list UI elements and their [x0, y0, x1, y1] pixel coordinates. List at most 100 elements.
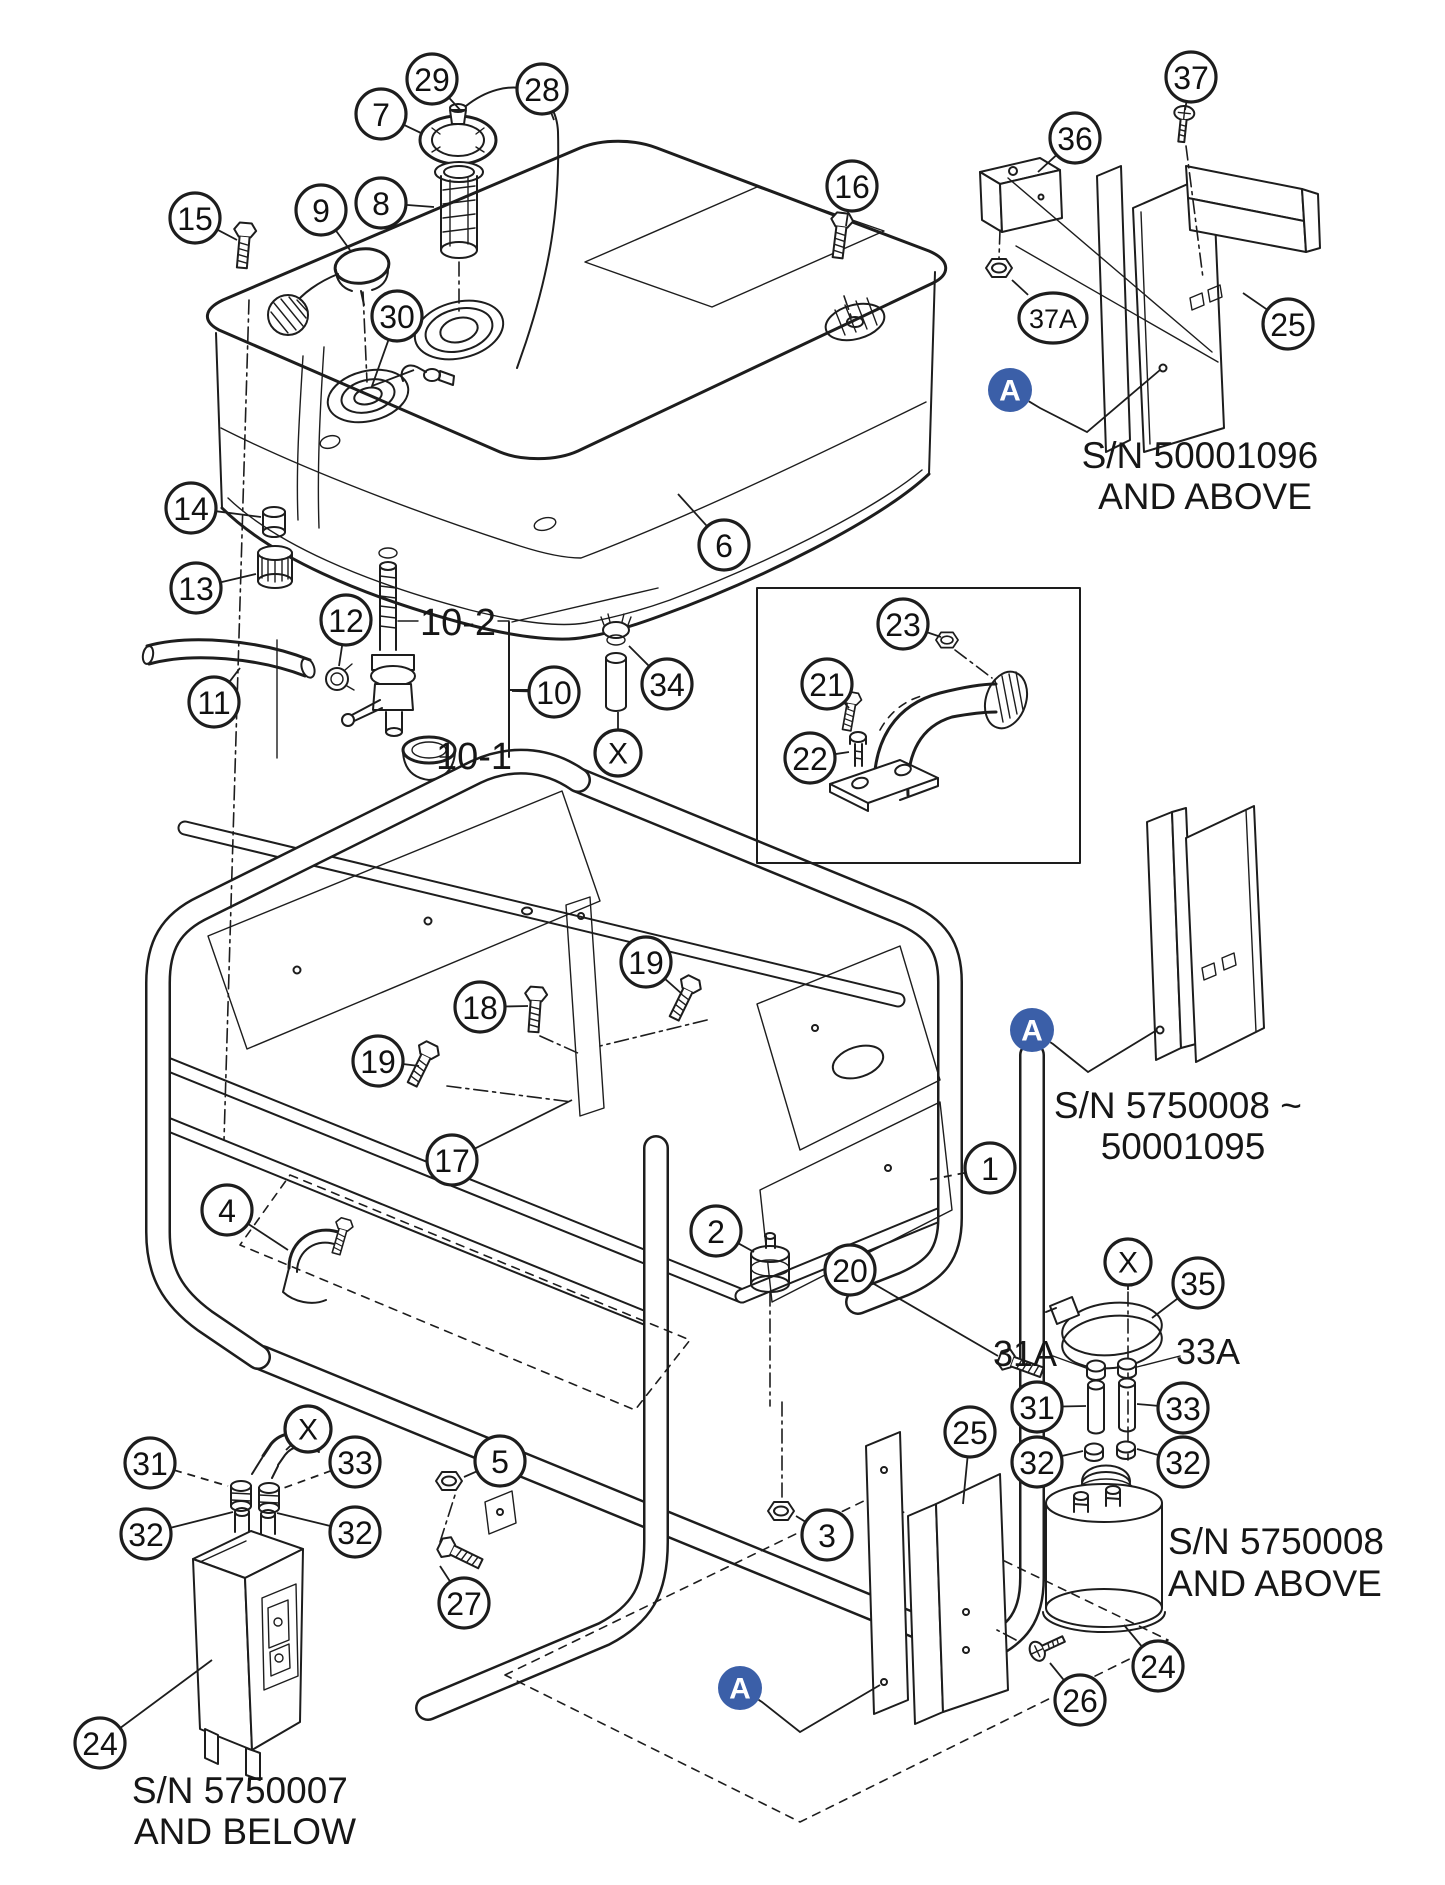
callout-26: 26	[1049, 1662, 1107, 1727]
svg-text:30: 30	[379, 299, 415, 335]
svg-text:A: A	[1021, 1015, 1043, 1048]
callout-21: 21	[800, 657, 854, 711]
svg-text:31: 31	[1019, 1390, 1055, 1426]
label-31A: 31A	[993, 1333, 1057, 1374]
callout-13: 13	[169, 561, 257, 615]
svg-text:25: 25	[952, 1415, 988, 1451]
svg-text:9: 9	[312, 193, 330, 229]
x-marker-3: X	[283, 1404, 333, 1454]
svg-text:35: 35	[1180, 1266, 1216, 1302]
callout-3: 3	[795, 1508, 854, 1562]
svg-text:24: 24	[82, 1726, 118, 1762]
svg-text:29: 29	[414, 62, 450, 98]
callout-36: 36	[1037, 111, 1102, 173]
svg-text:12: 12	[328, 603, 364, 639]
fuel-valve-parts	[141, 506, 659, 781]
svg-text:13: 13	[178, 571, 214, 607]
bracket-top-right	[979, 104, 1321, 453]
svg-text:7: 7	[372, 97, 390, 133]
svg-text:15: 15	[177, 201, 213, 237]
callout-34: 34	[628, 645, 694, 711]
svg-text:32: 32	[1019, 1445, 1055, 1481]
callout-20: 20	[823, 1243, 999, 1357]
callout-33-2: 33	[280, 1435, 382, 1490]
part-sub-labels: 10-2 10-1 31A 33A	[420, 602, 1240, 1374]
svg-text:34: 34	[649, 667, 685, 703]
callout-17: 17	[425, 1099, 573, 1187]
serial-note-mid-right: S/N 5750008 ~ 50001095	[1054, 1085, 1312, 1167]
callout-32-4: 32	[276, 1505, 382, 1559]
svg-text:32: 32	[337, 1515, 373, 1551]
serial-note-top-right: S/N 50001096 AND ABOVE	[1082, 435, 1329, 517]
canister-right	[1042, 1291, 1181, 1633]
generator-frame	[145, 748, 1169, 1823]
svg-text:A: A	[729, 1673, 751, 1706]
callout-12: 12	[319, 593, 373, 667]
callout-1: 1	[927, 1141, 1017, 1195]
callout-23: 23	[876, 597, 942, 651]
svg-text:26: 26	[1062, 1683, 1098, 1719]
callout-32-2: 32	[1136, 1435, 1210, 1489]
svg-text:18: 18	[462, 990, 498, 1026]
x-marker-2: X	[1103, 1237, 1153, 1290]
callout-2: 2	[689, 1204, 755, 1258]
svg-text:X: X	[298, 1414, 318, 1447]
svg-text:6: 6	[715, 528, 733, 564]
x-marker: X	[593, 712, 643, 778]
callout-9: 9	[294, 183, 351, 251]
callout-33: 33	[1136, 1381, 1210, 1435]
callout-22: 22	[783, 731, 850, 785]
label-33A: 33A	[1176, 1331, 1240, 1372]
callout-37A: 37A	[1011, 279, 1089, 345]
svg-text:A: A	[999, 375, 1021, 408]
svg-text:21: 21	[809, 667, 845, 703]
svg-text:19: 19	[360, 1044, 396, 1080]
svg-text:24: 24	[1140, 1649, 1176, 1685]
svg-text:5: 5	[491, 1444, 509, 1480]
callout-24-2: 24	[73, 1659, 213, 1770]
callout-19: 19	[619, 935, 683, 995]
callout-32: 32	[1010, 1435, 1084, 1489]
canister-left	[192, 1432, 325, 1781]
svg-text:32: 32	[1165, 1445, 1201, 1481]
bracket-mid-right	[1146, 805, 1265, 1063]
callout-8: 8	[354, 176, 435, 230]
callout-25-2: 25	[943, 1405, 997, 1505]
svg-text:27: 27	[446, 1586, 482, 1622]
svg-text:3: 3	[818, 1518, 836, 1554]
svg-text:28: 28	[524, 72, 560, 108]
callout-19-2: 19	[351, 1034, 420, 1088]
svg-text:1: 1	[981, 1151, 999, 1187]
callout-4: 4	[200, 1183, 289, 1251]
callout-5: 5	[463, 1434, 527, 1488]
svg-text:36: 36	[1057, 121, 1093, 157]
bracket-bottom-center	[767, 1401, 1069, 1725]
callout-16: 16	[825, 159, 879, 227]
svg-text:X: X	[608, 738, 628, 771]
svg-text:31: 31	[132, 1446, 168, 1482]
callout-35: 35	[1151, 1256, 1225, 1319]
serial-note-bottom-left: S/N 5750007 AND BELOW	[132, 1770, 358, 1852]
ref-badge-A: A	[988, 368, 1161, 434]
callout-32-3: 32	[119, 1507, 234, 1561]
svg-text:X: X	[1118, 1247, 1138, 1280]
svg-text:37A: 37A	[1029, 304, 1077, 334]
callout-6: 6	[677, 493, 751, 572]
svg-text:20: 20	[832, 1253, 868, 1289]
callout-29: 29	[405, 52, 463, 113]
svg-text:25: 25	[1270, 307, 1306, 343]
frame-hardware	[282, 972, 1047, 1575]
ref-badge-A-2: A	[1010, 1008, 1158, 1074]
callout-10: 10	[511, 665, 581, 719]
callout-28: 28	[515, 62, 569, 121]
callout-30: 30	[370, 289, 424, 388]
svg-text:10: 10	[536, 675, 572, 711]
svg-text:22: 22	[792, 741, 828, 777]
callout-27: 27	[437, 1565, 491, 1630]
callout-18: 18	[453, 980, 529, 1034]
callout-11: 11	[187, 667, 241, 729]
svg-text:14: 14	[173, 491, 209, 527]
callout-15: 15	[168, 191, 238, 245]
